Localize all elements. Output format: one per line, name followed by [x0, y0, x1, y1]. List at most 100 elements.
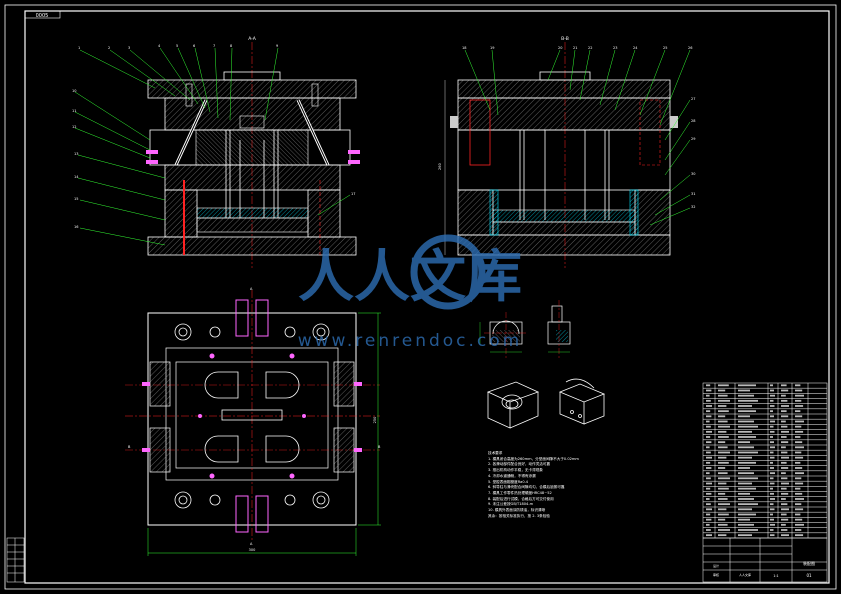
parts-list-cell-mark [738, 461, 756, 464]
parts-list-cell-mark [781, 456, 789, 459]
corner-tag-text: 0005 [36, 13, 49, 19]
notes-line: 4. 冷却水道通畅，不得有渗漏 [488, 473, 536, 478]
parts-list-cell-mark [770, 508, 775, 511]
svg-text:6: 6 [193, 44, 195, 48]
parts-list-cell-mark [781, 508, 789, 511]
front-view-label: A-A [248, 36, 257, 42]
svg-text:17: 17 [351, 192, 355, 196]
parts-list-cell-mark [795, 425, 802, 428]
parts-list-cell-mark [718, 482, 727, 485]
notes-line: 5. 型腔表面粗糙度Ra0.4 [488, 479, 529, 484]
parts-list-cell-mark [795, 492, 803, 495]
parts-list-cell-mark [718, 446, 728, 449]
parts-list-cell-mark [706, 492, 712, 495]
parts-list-cell-mark [706, 467, 712, 469]
parts-list-cell-mark [718, 451, 730, 454]
parts-list-cell-mark [718, 503, 730, 506]
parts-list-cell-mark [781, 384, 787, 387]
parts-list-cell-mark [781, 451, 788, 454]
parts-list-cell-mark [781, 430, 789, 433]
svg-text:22: 22 [588, 46, 592, 50]
parts-list-cell-mark [738, 456, 752, 459]
parts-list-cell-mark [795, 384, 801, 387]
parts-list-cell-mark [781, 410, 787, 413]
parts-list-cell-mark [781, 477, 788, 480]
inner-border [24, 10, 830, 584]
svg-text:2: 2 [108, 46, 110, 50]
parts-list-cell-mark [770, 389, 774, 392]
parts-list-cell-mark [795, 513, 801, 516]
parts-list-cell-mark [795, 461, 801, 464]
parts-list-cell-mark [795, 441, 803, 444]
parts-list-cell-mark [738, 534, 752, 537]
parts-list-cell-mark [795, 503, 802, 506]
parts-list-cell-mark [770, 477, 774, 480]
notes-line: 其余：按相关标准执行，按 2. 3条检验 [488, 513, 550, 518]
parts-list-cell-mark [781, 472, 786, 475]
parts-list-cell-mark [770, 472, 775, 475]
svg-text:13: 13 [74, 152, 78, 156]
parts-list-cell-mark [770, 492, 774, 495]
parts-list-cell-mark [718, 534, 727, 537]
parts-list-cell-mark [795, 498, 804, 500]
parts-list-cell-mark [738, 436, 756, 438]
svg-text:19: 19 [490, 46, 494, 50]
svg-text:15: 15 [74, 197, 78, 201]
svg-text:21: 21 [573, 46, 577, 50]
parts-list-cell-mark [770, 498, 775, 500]
parts-list-cell-mark [770, 410, 773, 413]
technical-notes: 技术要求 1. 模具闭合高度为260mm，分型面间隙不大于0.02mm 2. 各… [488, 451, 638, 519]
parts-list-cell-mark [795, 523, 804, 526]
parts-list-cell-mark [738, 477, 758, 480]
notes-line: 9. 未注公差按GB/T1804-m [488, 502, 534, 507]
parts-list-cell-mark [795, 394, 804, 397]
parts-list-cell-mark [795, 405, 804, 407]
parts-list-cell-mark [738, 523, 754, 526]
parts-list-cell-mark [770, 420, 775, 423]
parts-list-cell-mark [781, 503, 788, 506]
svg-text:8: 8 [230, 44, 232, 48]
parts-list-cell-mark [795, 451, 802, 454]
svg-text:30: 30 [691, 172, 695, 176]
parts-list-cell-mark [718, 523, 728, 526]
title-block-scale: 1:1 [773, 574, 778, 578]
title-block-school: 人人文库 [739, 572, 751, 577]
parts-list-cell-mark [718, 492, 726, 495]
svg-text:24: 24 [633, 46, 638, 50]
parts-list-cell-mark [706, 472, 710, 475]
parts-list-cell-mark [706, 389, 712, 392]
parts-list-cell-mark [706, 425, 711, 428]
parts-list-cell-mark [795, 399, 802, 402]
parts-list-cell-mark [770, 503, 774, 506]
svg-text:18: 18 [462, 46, 466, 50]
parts-list-cell-mark [781, 461, 787, 464]
parts-list-cell-mark [770, 415, 774, 418]
parts-list-cell-mark [781, 467, 789, 469]
notes-line: 2. 各滑动部件配合良好，动作灵活可靠 [488, 462, 551, 467]
parts-list-cell-mark [770, 513, 773, 516]
title-block-designer: 设计 [713, 563, 719, 568]
plan-height-dim: 250 [373, 417, 377, 424]
parts-list-cell-mark [781, 415, 789, 418]
parts-list-cell-mark [738, 430, 752, 433]
watermark-brand: 人人文库 [298, 245, 522, 310]
title-block-checker: 审核 [713, 572, 719, 577]
parts-list-cell-mark [795, 518, 803, 521]
parts-list-cell-mark [795, 472, 804, 475]
parts-list-cell-mark [706, 487, 711, 490]
svg-text:32: 32 [691, 205, 695, 209]
parts-list-cell-mark [781, 482, 789, 485]
parts-list-cell-mark [738, 472, 754, 475]
parts-list-cell-mark [718, 508, 727, 511]
svg-text:26: 26 [688, 46, 692, 50]
parts-list-cell-mark [795, 467, 803, 469]
svg-text:10: 10 [72, 89, 76, 93]
parts-list-cell-mark [706, 529, 711, 531]
parts-list-cell-mark [738, 420, 754, 423]
svg-text:7: 7 [213, 44, 215, 48]
parts-list-cell-mark [706, 518, 712, 521]
parts-list-cell-mark [770, 405, 775, 407]
part-detail-views [479, 300, 571, 360]
parts-list-cell-mark [795, 456, 804, 459]
parts-list-cell-mark [770, 430, 775, 433]
